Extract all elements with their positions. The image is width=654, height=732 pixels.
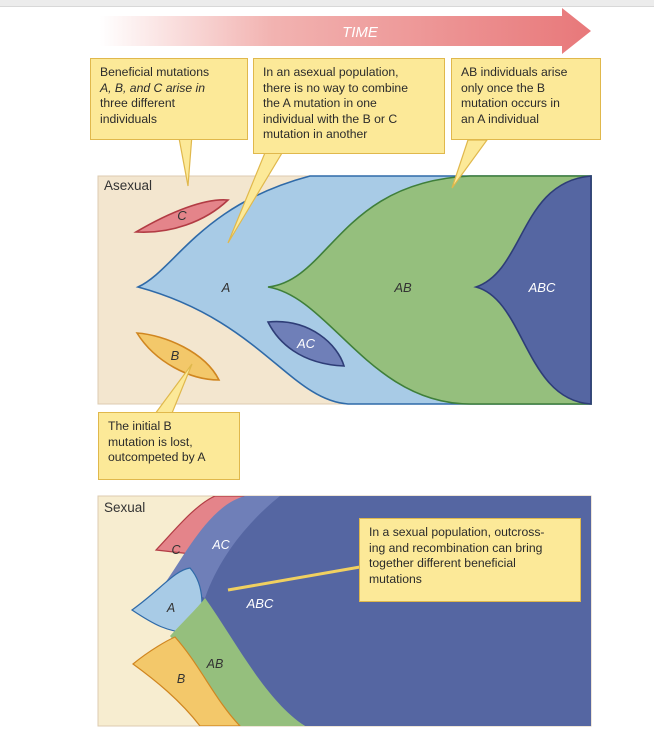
- callout-sexual-line-3: together different beneficial: [369, 556, 516, 570]
- callout-ab-line-2: only once the B: [461, 80, 546, 95]
- callout-b-lost-line-2: mutation is lost,: [108, 434, 193, 449]
- callout-asexual-line-3: the A mutation in one: [263, 96, 377, 110]
- callout-sexual-line-2: ing and recombination can bring: [369, 540, 543, 555]
- asexual-label-a: A: [221, 280, 231, 295]
- asexual-label-abc: ABC: [528, 280, 556, 295]
- callout-sexual-line-1: In a sexual population, outcross-: [369, 525, 545, 539]
- callout-beneficial-mutations: Beneficial mutations A, B, and C arise i…: [90, 58, 248, 140]
- callout-b-lost: The initial B mutation is lost, outcompe…: [98, 412, 240, 480]
- lineage-ac-lens: [266, 320, 346, 367]
- lineage-c-lens: [133, 199, 230, 234]
- asexual-label-ab: AB: [393, 280, 412, 295]
- lineage-b-lens: [135, 332, 221, 381]
- callout-pointer-ab: [451, 139, 489, 189]
- callout-asexual-line-2: there is no way to combine: [263, 80, 408, 95]
- time-label: TIME: [342, 24, 379, 41]
- callout-ab-line-1: AB individuals arise: [461, 65, 568, 79]
- sexual-lineage-a-shape: [130, 567, 203, 634]
- sexual-callout-pointer: [227, 565, 361, 592]
- time-arrow: [100, 8, 591, 54]
- sexual-panel: [97, 495, 592, 727]
- window-top-bar: [0, 0, 654, 7]
- callout-asexual-line-1: In an asexual population,: [263, 65, 399, 79]
- callout-beneficial-line-3: three different: [100, 96, 175, 110]
- callout-beneficial-line-1: Beneficial mutations: [100, 65, 210, 79]
- callout-asexual-line-4: individual with the B or C: [263, 111, 398, 126]
- sexual-label-b: B: [177, 672, 185, 686]
- callout-ab-line-4: an A individual: [461, 111, 539, 126]
- callout-beneficial-line-2: A, B, and C arise in: [100, 80, 205, 95]
- lineage-abc-shape: [473, 175, 592, 405]
- sexual-label-ac: AC: [211, 538, 230, 552]
- sexual-lineage-b-shape: [132, 636, 241, 726]
- asexual-label-ac: AC: [296, 336, 316, 351]
- sexual-label-c: C: [171, 543, 181, 557]
- sexual-label-a: A: [166, 601, 175, 615]
- callout-ab-arise: AB individuals arise only once the B mut…: [451, 58, 601, 140]
- callout-sexual-line-4: mutations: [369, 571, 422, 586]
- callout-asexual-line-5: mutation in another: [263, 127, 368, 141]
- sexual-label-abc: ABC: [246, 596, 274, 611]
- callout-b-lost-line-3: outcompeted by A: [108, 450, 206, 464]
- callout-ab-line-3: mutation occurs in: [461, 96, 560, 110]
- asexual-label-b: B: [171, 348, 180, 363]
- sexual-label-ab: AB: [206, 657, 224, 671]
- asexual-label-c: C: [177, 208, 187, 223]
- callout-b-lost-line-1: The initial B: [108, 419, 172, 433]
- callout-beneficial-line-4: individuals: [100, 111, 157, 126]
- asexual-title: Asexual: [104, 178, 152, 193]
- asexual-panel: [97, 175, 592, 405]
- sexual-lineage-ab-shape: [170, 598, 305, 726]
- callout-asexual-combine: In an asexual population, there is no wa…: [253, 58, 445, 154]
- sexual-title: Sexual: [104, 500, 145, 515]
- callout-sexual-recombine: In a sexual population, outcross- ing an…: [359, 518, 581, 602]
